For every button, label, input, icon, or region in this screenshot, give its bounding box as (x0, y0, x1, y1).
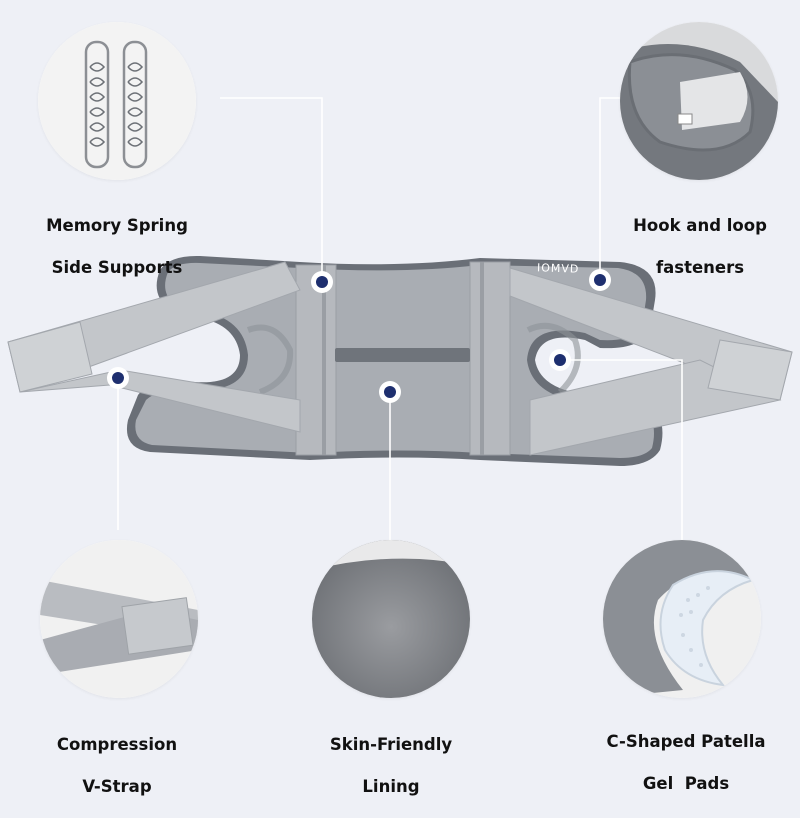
feature-label-gel-pads: C-Shaped Patella Gel Pads (586, 710, 786, 815)
feature-line: fasteners (655, 258, 745, 277)
feature-line: Skin-Friendly (329, 735, 453, 754)
strap-icon (40, 540, 198, 698)
feature-label-v-strap: Compression V-Strap (22, 713, 212, 818)
product-infographic: IOMVD Memory Spring Side Supports (7, 22, 795, 796)
feature-line: Gel Pads (642, 774, 730, 793)
feature-line: Memory Spring (46, 216, 188, 235)
feature-label-hook-loop: Hook and loop fasteners (605, 194, 795, 299)
spring-support-icon (38, 22, 196, 180)
velcro-tab-icon (620, 22, 778, 180)
feature-label-lining: Skin-Friendly Lining (296, 713, 486, 818)
feature-line: Side Supports (51, 258, 183, 277)
feature-line: Compression (56, 735, 178, 754)
fabric-lining-icon (312, 540, 470, 698)
feature-line: C-Shaped Patella (606, 732, 766, 751)
gel-pad-icon (603, 540, 761, 698)
brand-mark: IOMVD (536, 261, 580, 276)
brace-body (135, 262, 655, 458)
feature-line: Lining (362, 777, 420, 796)
feature-line: V-Strap (82, 777, 152, 796)
feature-line: Hook and loop (633, 216, 767, 235)
feature-label-memory-spring: Memory Spring Side Supports (22, 194, 212, 299)
